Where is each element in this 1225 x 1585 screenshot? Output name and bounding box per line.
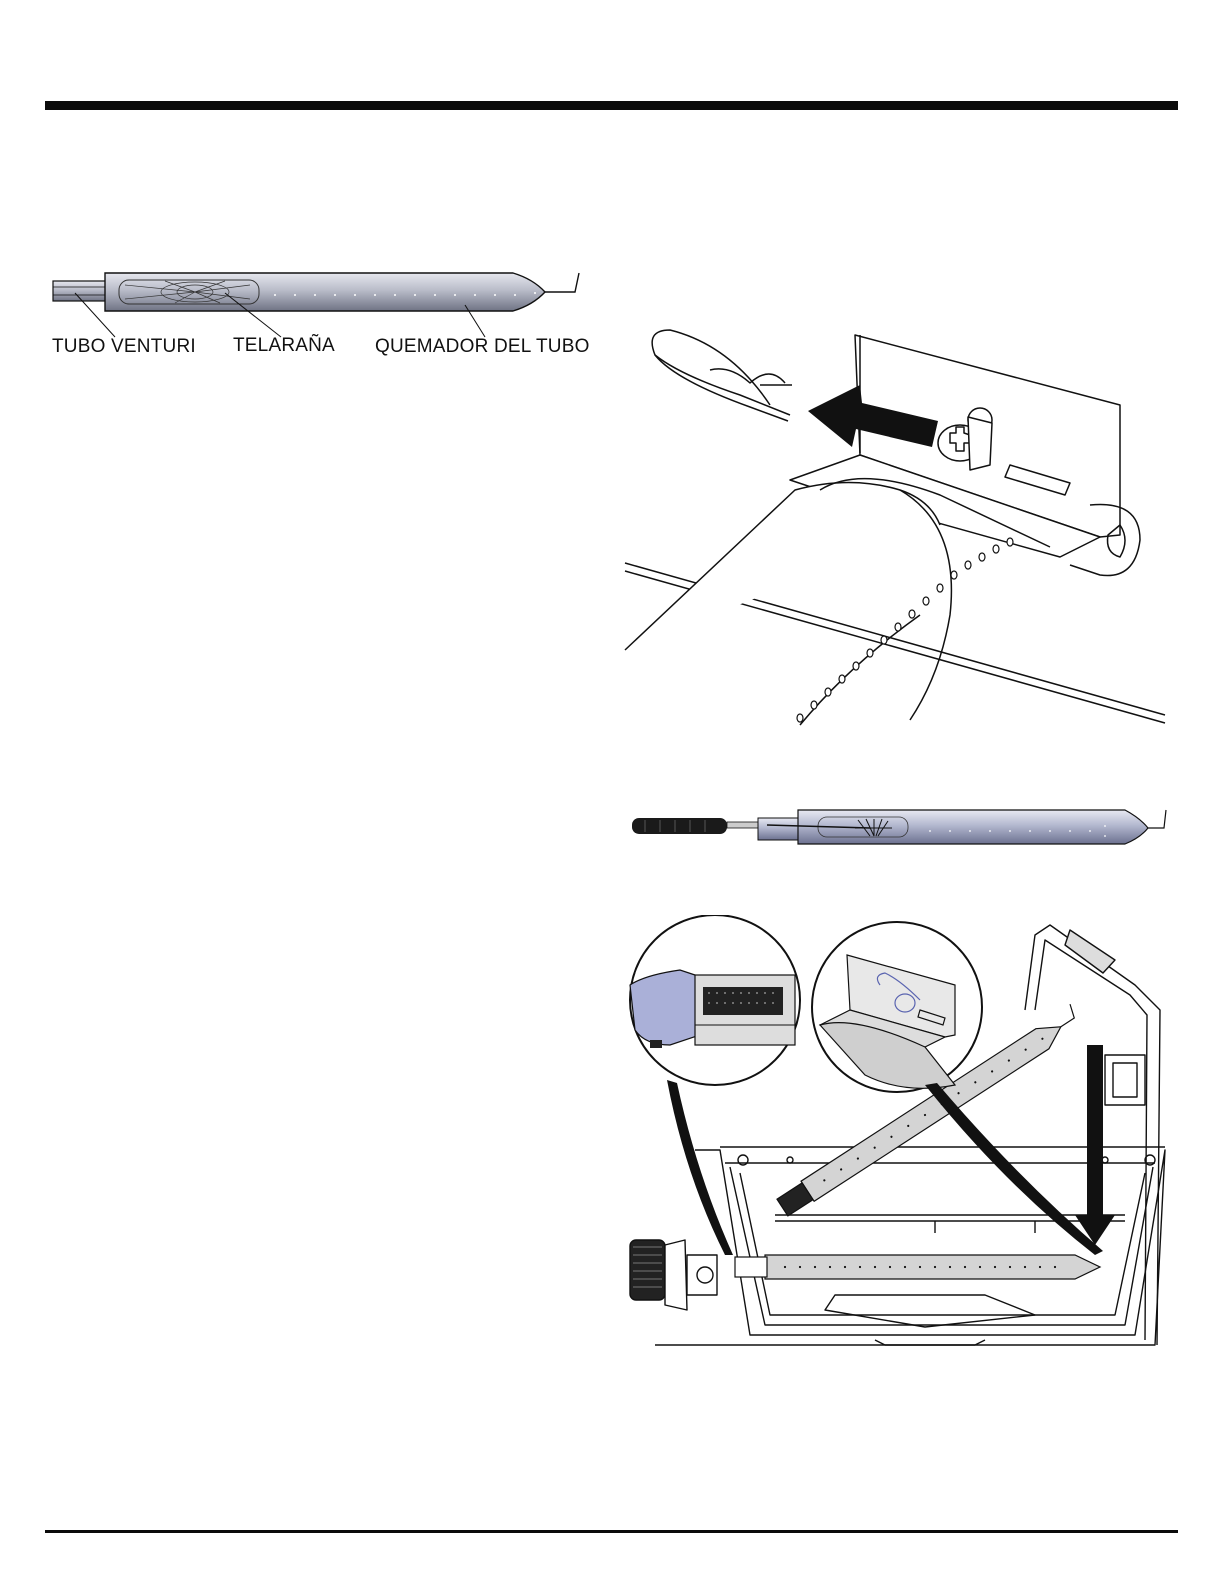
footer-rule [45,1530,1178,1533]
label-venturi-tube: TUBO VENTURI [52,336,196,358]
brush-tube-diagram [630,808,1180,854]
label-burner-tube: QUEMADOR DEL TUBO [375,336,590,358]
figure-burner-installation [625,915,1180,1360]
figure-cotter-pin-closeup [620,325,1180,730]
burner-tube-diagram [45,265,605,375]
figure-burner-tube-labeled: TUBO VENTURI TELARAÑA QUEMADOR DEL TUBO [45,265,605,375]
cotter-pin-diagram [620,325,1180,730]
figure-brush-cleaning [630,808,1180,854]
firebox-diagram [625,915,1180,1360]
header-rule [45,101,1178,110]
label-spider-web: TELARAÑA [233,335,335,357]
